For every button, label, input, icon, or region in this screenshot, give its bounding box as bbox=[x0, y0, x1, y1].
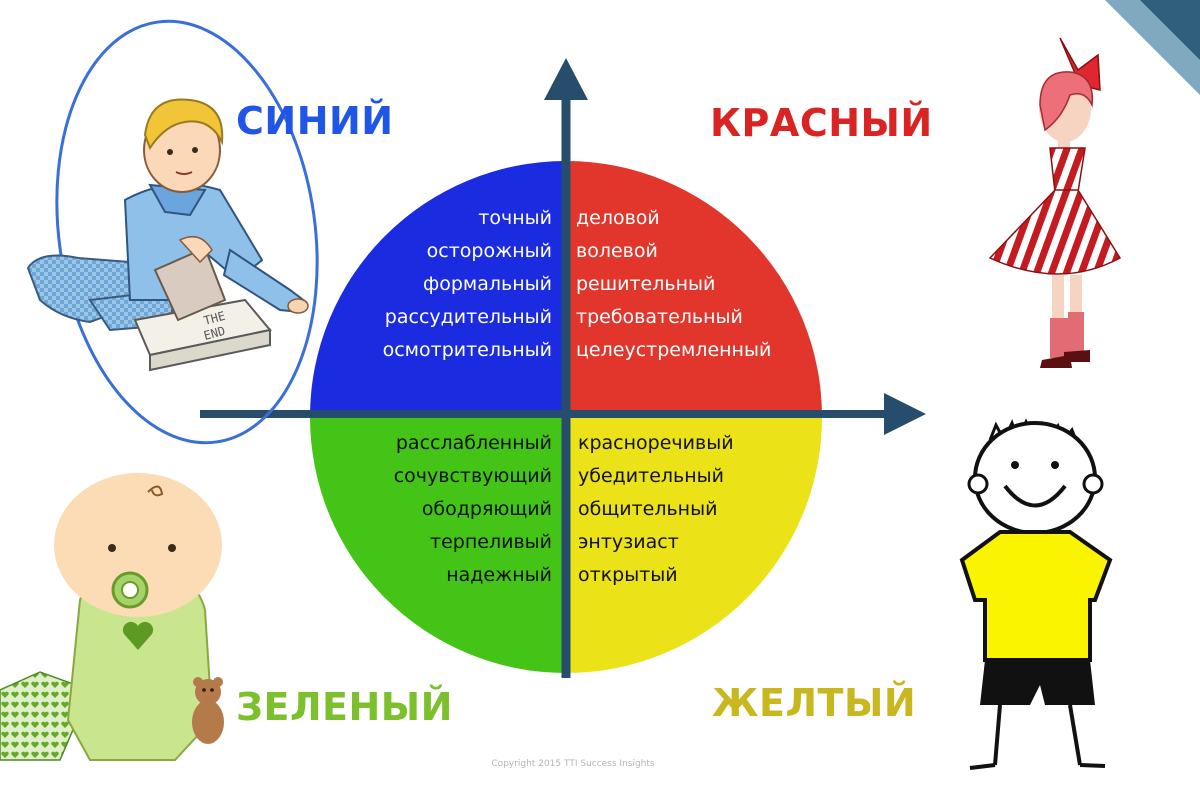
book-text: THE bbox=[202, 309, 227, 328]
trait-item: убедительный bbox=[578, 465, 725, 487]
red-title: КРАСНЫЙ bbox=[710, 101, 933, 145]
yellow-traits-list: красноречивый убедительный общительный э… bbox=[578, 427, 734, 592]
green-title: ЗЕЛЕНЫЙ bbox=[236, 685, 453, 729]
blue-traits-list: точный осторожный формальный рассудитель… bbox=[383, 202, 552, 367]
red-quadrant bbox=[566, 161, 822, 417]
trait-item: формальный bbox=[422, 273, 552, 295]
trait-item: расслабленный bbox=[395, 432, 552, 454]
quadrant-circle bbox=[310, 161, 822, 673]
red-traits-list: деловой волевой решительный требовательн… bbox=[576, 202, 771, 367]
girl-in-striped-dress-illustration bbox=[988, 37, 1122, 368]
trait-item: осмотрительный bbox=[382, 339, 552, 361]
yellow-quadrant bbox=[566, 417, 822, 673]
trait-item: открытый bbox=[578, 564, 678, 586]
trait-item: требовательный bbox=[576, 306, 743, 328]
right-arrow-icon bbox=[884, 393, 926, 435]
trait-item: терпеливый bbox=[430, 531, 552, 553]
copyright-notice: Copyright 2015 TTI Success Insights bbox=[491, 759, 655, 769]
trait-item: точный bbox=[478, 207, 552, 229]
up-arrow-icon bbox=[544, 58, 588, 100]
green-quadrant bbox=[310, 417, 566, 673]
trait-item: рассудительный bbox=[384, 306, 552, 328]
highlight-oval bbox=[55, 19, 319, 445]
book-text: END bbox=[202, 324, 227, 343]
trait-item: решительный bbox=[576, 273, 716, 295]
stick-boy-illustration bbox=[959, 418, 1113, 770]
baby-with-pacifier-illustration bbox=[0, 473, 224, 761]
axes bbox=[200, 58, 926, 678]
trait-item: надежный bbox=[446, 564, 552, 586]
trait-item: ободряющий bbox=[421, 498, 552, 520]
corner-decoration bbox=[1105, 0, 1200, 95]
yellow-title: ЖЕЛТЫЙ bbox=[712, 681, 917, 725]
blue-title: СИНИЙ bbox=[236, 99, 394, 143]
trait-item: волевой bbox=[576, 240, 658, 262]
trait-item: красноречивый bbox=[578, 432, 734, 454]
trait-item: сочувствующий bbox=[393, 465, 552, 487]
trait-item: деловой bbox=[576, 207, 660, 229]
boy-with-book-illustration: THE END bbox=[26, 19, 319, 445]
trait-item: энтузиаст bbox=[578, 531, 679, 553]
teddy-bear-icon bbox=[192, 677, 224, 744]
trait-item: целеустремленный bbox=[576, 339, 772, 361]
green-traits-list: расслабленный сочувствующий ободряющий т… bbox=[394, 427, 552, 592]
trait-item: общительный bbox=[578, 498, 718, 520]
trait-item: осторожный bbox=[426, 240, 552, 262]
blue-quadrant bbox=[310, 161, 566, 417]
